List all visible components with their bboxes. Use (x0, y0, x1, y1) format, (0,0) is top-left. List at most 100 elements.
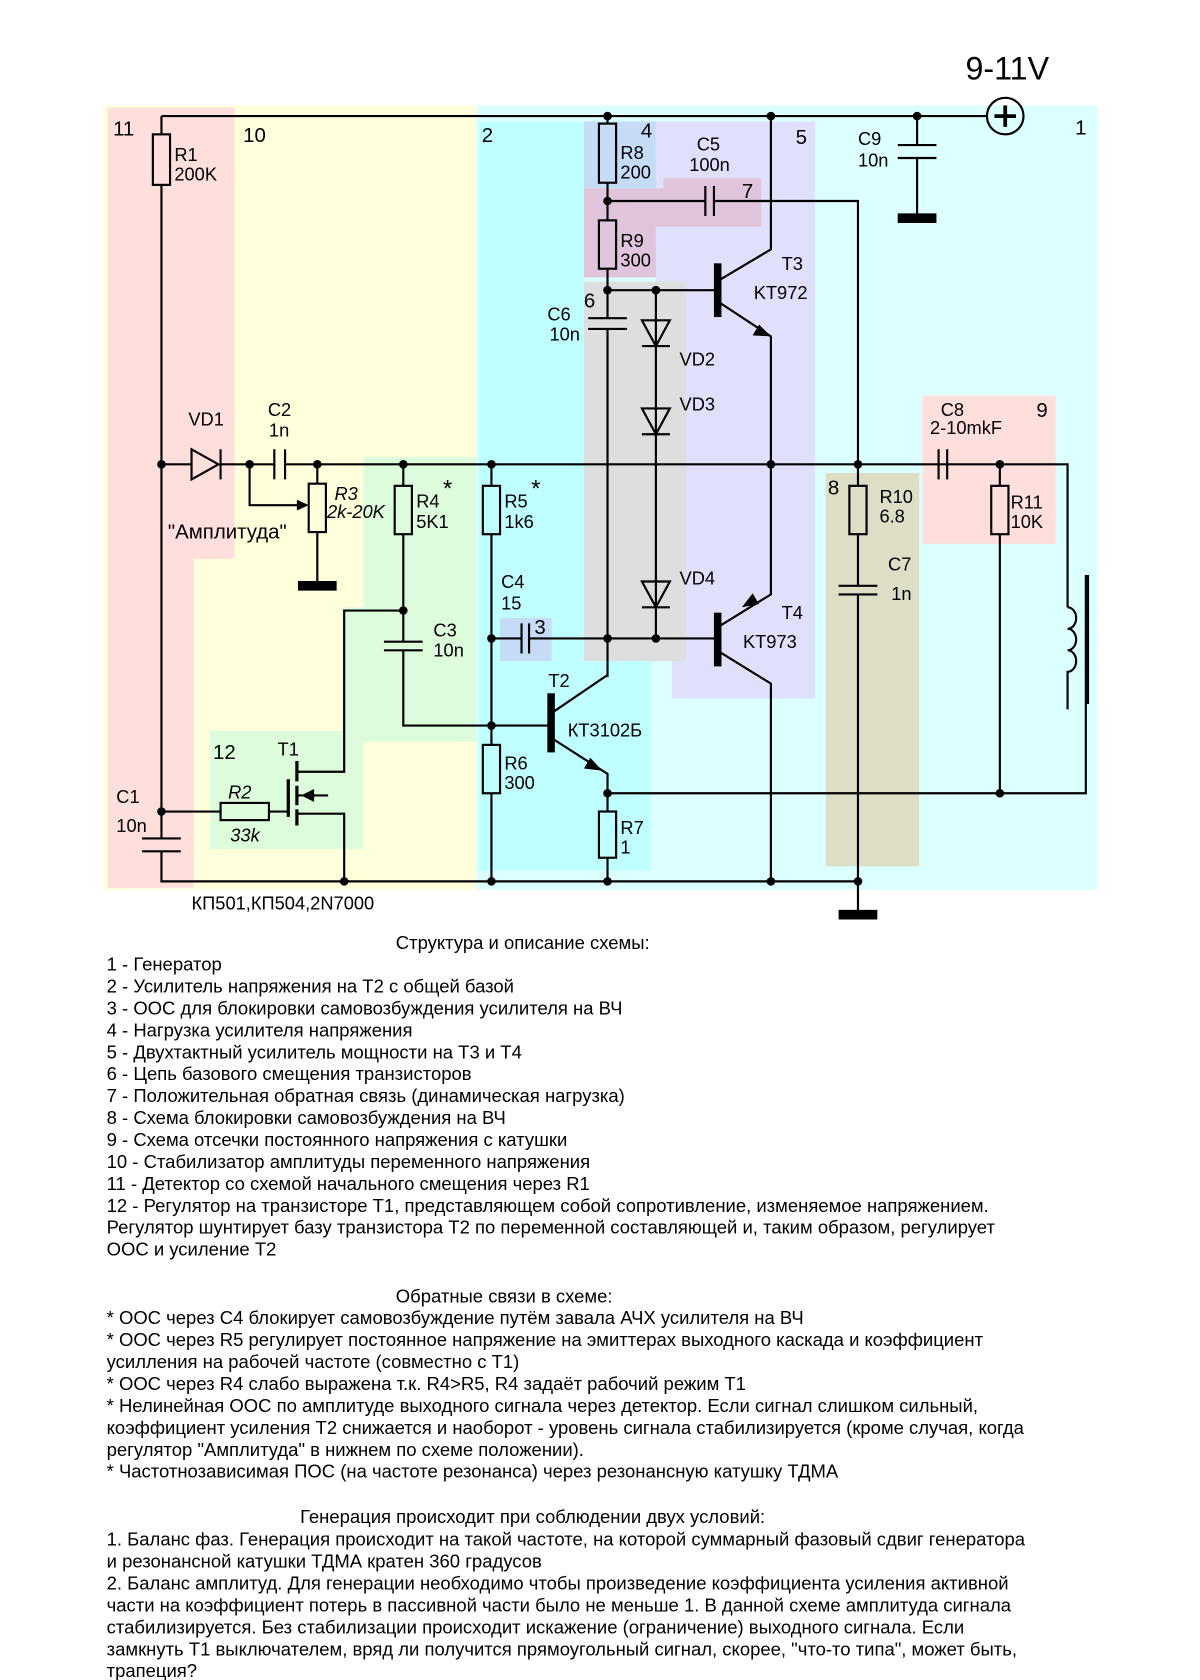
transistor-t4 (713, 612, 722, 667)
zone-9 (922, 395, 1056, 544)
resistor-r10 (848, 484, 868, 536)
feedback-line: усилления на рабочей частоте (совместно … (107, 1351, 520, 1372)
generation-line: 2. Баланс амплитуд. Для генерации необхо… (107, 1572, 1009, 1593)
resistor-r7 (597, 810, 618, 859)
label: R6 (504, 753, 527, 774)
structure-heading: Структура и описание схемы: (396, 932, 650, 953)
label: 10K (1011, 511, 1044, 532)
label: T4 (782, 602, 803, 623)
structure-line: 3 - ООС для блокировки самовозбуждения у… (107, 997, 623, 1018)
label: C1 (116, 786, 139, 807)
label: VD1 (188, 409, 224, 430)
label: R11 (1011, 491, 1043, 512)
generation-line: стабилизируется. Без стабилизации происх… (107, 1616, 965, 1637)
feedback-line: * ООС через С4 блокирует самовозбуждение… (107, 1307, 804, 1328)
feedback-heading: Обратные связи в схеме: (396, 1286, 613, 1307)
label: R9 (620, 230, 643, 251)
zone-6 (583, 281, 686, 662)
label: * (443, 477, 452, 503)
label: 1n (269, 419, 289, 440)
labels: 9-11V 11 10 2 4 5 1 7 6 8 9 3 12 R1 200K… (113, 51, 1086, 914)
structure-line: 7 - Положительная обратная связь (динами… (107, 1085, 625, 1106)
zone-8 (825, 472, 920, 867)
diode-vd2 (640, 319, 672, 349)
plus-terminal-icon (985, 96, 1025, 136)
label: * (531, 477, 540, 503)
capacitors (142, 144, 949, 853)
label: KT972 (754, 282, 808, 303)
feedback-line: * ООС через R5 регулирует постоянное нап… (107, 1329, 984, 1350)
ground-bars (297, 213, 937, 920)
zone-label: 1 (1075, 117, 1086, 139)
label: KT973 (743, 631, 797, 652)
label: 1k6 (504, 511, 533, 532)
generation-line: и резонансной катушки ТДМА кратен 360 гр… (107, 1551, 542, 1572)
label: 1n (891, 583, 911, 604)
label: 33k (230, 825, 260, 846)
label: VD4 (680, 568, 716, 589)
zone-label: 11 (113, 118, 134, 140)
label: 10n (433, 640, 463, 661)
label: 10n (549, 324, 579, 345)
label: 1 (620, 836, 630, 857)
label: C9 (858, 128, 881, 149)
resistor-r9 (597, 219, 618, 270)
label: C2 (268, 399, 291, 420)
label: R2 (228, 782, 251, 803)
feedback-line: коэффициент усиления Т2 снижается и наоб… (107, 1417, 1025, 1438)
generation-line: 1. Баланс фаз. Генерация происходит на т… (107, 1529, 1026, 1550)
feedback-line: * ООС через R4 слабо выражена т.к. R4>R5… (107, 1373, 746, 1394)
zone-label: 8 (828, 477, 839, 499)
zone-label: 5 (796, 127, 807, 149)
zone-label: 10 (243, 125, 266, 147)
structure-line: 2 - Усилитель напряжения на Т2 с общей б… (107, 976, 514, 997)
label: R1 (174, 144, 197, 165)
structure-line: 11 - Детектор со схемой начального смеще… (107, 1173, 590, 1194)
diode-vd3 (640, 407, 672, 437)
label: 100n (689, 154, 730, 175)
structure-line: 10 - Стабилизатор амплитуды переменного … (107, 1151, 590, 1172)
label: КТ3102Б (568, 719, 642, 740)
generation-line: замкнуть Т1 выключателем, вряд ли получи… (107, 1638, 1017, 1659)
structure-line: 6 - Цепь базового смещения транзисторов (107, 1063, 472, 1084)
zone-5 (655, 121, 815, 699)
nodes (157, 111, 1005, 886)
structure-line: ООС и усиление Т2 (107, 1239, 277, 1260)
zone-label: 9 (1036, 400, 1047, 422)
label: 5K1 (416, 511, 449, 532)
label: 200 (620, 161, 650, 182)
label: VD2 (680, 348, 716, 369)
label: R5 (504, 490, 527, 511)
structure-line: 1 - Генератор (107, 954, 222, 975)
resistor-r4 (393, 484, 413, 536)
label: C4 (501, 571, 524, 592)
label: 300 (620, 250, 650, 271)
supply-voltage: 9-11V (965, 51, 1049, 87)
label: 10n (858, 150, 888, 171)
label: C6 (547, 303, 570, 324)
zone-label: 7 (742, 181, 753, 203)
resistor-r6 (481, 743, 502, 795)
zone-label: 2 (482, 125, 493, 147)
diode-vd4 (640, 580, 672, 610)
label: R4 (416, 490, 439, 511)
generation-line: трапеция? (107, 1660, 197, 1680)
description-text: Структура и описание схемы: 1 - Генератор… (107, 932, 1026, 1680)
zones (103, 105, 1098, 890)
label: 6.8 (879, 505, 904, 526)
zone-7 (583, 178, 762, 278)
transistor-t1 (286, 760, 299, 826)
structure-line: 4 - Нагрузка усилителя напряжения (107, 1019, 413, 1040)
label: 2-10mkF (930, 417, 1002, 438)
structure-line: 9 - Схема отсечки постоянного напряжения… (107, 1129, 568, 1150)
zone-label: 6 (584, 290, 595, 312)
label: "Амплитуда" (168, 522, 287, 544)
transistor-t2 (547, 693, 555, 753)
structure-line: 12 - Регулятор на транзисторе Т1, предст… (107, 1195, 989, 1216)
label: 15 (501, 592, 521, 613)
feedback-line: * Нелинейная ООС по амплитуде выходного … (107, 1395, 978, 1416)
zone-label: 4 (641, 121, 652, 143)
zone-green (209, 456, 477, 850)
diode-vd1 (190, 447, 221, 482)
zone-2 (478, 121, 651, 871)
